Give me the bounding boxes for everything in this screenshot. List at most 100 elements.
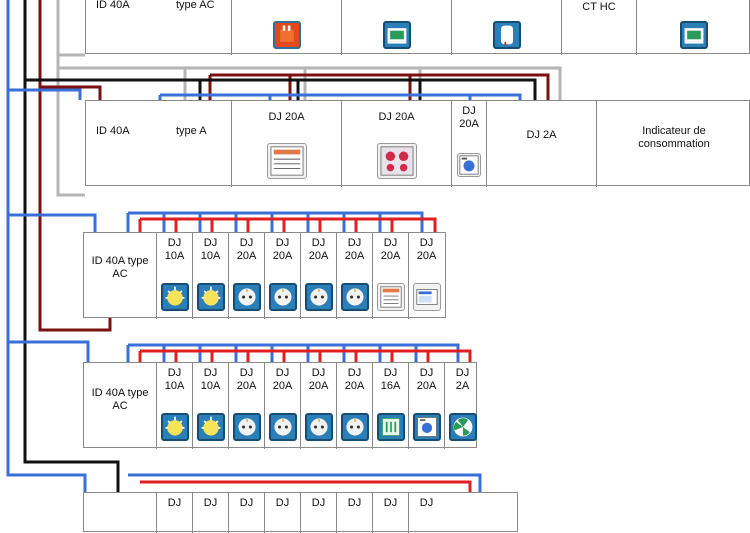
socket-icon — [304, 413, 333, 441]
breaker-label: DJ 10A — [200, 367, 221, 392]
socket-icon — [232, 283, 261, 311]
breaker: DJ — [372, 493, 408, 533]
indicator-label: Indicateur de consommation — [638, 125, 710, 150]
breaker: DJ — [408, 493, 444, 533]
breaker-label: DJ — [419, 497, 434, 509]
row1-type-label: type AC — [176, 0, 215, 11]
motor-icon — [382, 21, 411, 49]
breaker-label: DJ 20A — [344, 237, 365, 262]
breaker: DJ 20A — [408, 233, 444, 319]
breaker-label: DJ 10A — [164, 237, 185, 262]
socket-icon — [340, 413, 369, 441]
breaker-label: DJ — [383, 497, 398, 509]
breaker-label: DJ 20A — [459, 105, 479, 130]
breaker-hob: DJ 20A — [341, 101, 451, 187]
dryer-icon — [412, 413, 441, 441]
breaker-label: DJ 10A — [164, 367, 185, 392]
neutral-wire — [6, 0, 522, 500]
breaker: DJ 20A — [372, 233, 408, 319]
breaker: DJ 16A — [372, 363, 408, 449]
boiler-icon — [272, 21, 301, 49]
breaker-2a: DJ 2A — [486, 101, 596, 187]
breaker-label: DJ 20A — [268, 111, 305, 123]
hob-icon — [376, 143, 417, 179]
row3-id-label: ID 40A type AC — [91, 255, 149, 280]
socket-icon — [304, 283, 333, 311]
breaker-label: DJ 2A — [455, 367, 470, 392]
breaker-label: DJ — [203, 497, 218, 509]
breaker-label: DJ 20A — [378, 111, 415, 123]
breaker: DJ 20A — [336, 233, 372, 319]
breaker-label: DJ 20A — [416, 237, 437, 262]
row2-type-label: type A — [176, 125, 207, 137]
breaker: DJ 20A — [300, 233, 336, 319]
breaker-label: DJ — [275, 497, 290, 509]
breaker-label: DJ 20A — [308, 237, 329, 262]
breaker-label: DJ 20A — [236, 237, 257, 262]
breaker-label: DJ 20A — [308, 367, 329, 392]
breaker: DJ — [336, 493, 372, 533]
ceiling-light-icon — [160, 283, 189, 311]
breaker-label: DJ 10A — [200, 237, 221, 262]
row2-id-label: ID 40A — [96, 125, 130, 137]
panel-row-1: ID 40A type AC CT HC — [85, 0, 750, 55]
breaker-label: DJ 20A — [272, 367, 293, 392]
breaker: DJ — [156, 493, 192, 533]
panel-row-2: ID 40A type A DJ 20A DJ 20A DJ 20A DJ 2A… — [85, 100, 750, 187]
water-heater-icon — [492, 21, 521, 49]
socket-icon — [232, 413, 261, 441]
breaker-label: DJ — [311, 497, 326, 509]
breaker: DJ 2A — [444, 363, 480, 449]
breaker: DJ 20A — [228, 363, 264, 449]
row4-id-label: ID 40A type AC — [91, 387, 149, 412]
breaker: DJ — [264, 493, 300, 533]
breaker: DJ 10A — [192, 233, 228, 319]
socket-icon — [340, 283, 369, 311]
breaker: DJ 20A — [228, 233, 264, 319]
breaker: DJ 10A — [156, 233, 192, 319]
socket-icon — [268, 413, 297, 441]
breaker: DJ 20A — [300, 363, 336, 449]
ceiling-light-icon — [160, 413, 189, 441]
motor-icon — [680, 21, 708, 49]
earth-wire — [23, 0, 537, 500]
consumption-indicator: Indicateur de consommation — [596, 101, 750, 187]
oven-icon — [266, 143, 307, 179]
breaker: DJ 20A — [336, 363, 372, 449]
panel-row-5: DJ DJ DJ DJ DJ DJ DJ DJ — [83, 492, 518, 533]
ceiling-light-icon — [196, 283, 225, 311]
ct-hc-label: CT HC — [582, 1, 616, 13]
panel-row-3: ID 40A type AC DJ 10A DJ 10A DJ 20A DJ 20A D… — [83, 232, 446, 319]
ceiling-light-icon — [196, 413, 225, 441]
dishwasher-icon — [376, 283, 405, 311]
row1-id-label: ID 40A — [96, 0, 130, 11]
breaker-label: DJ — [167, 497, 182, 509]
breaker-label: DJ — [239, 497, 254, 509]
breaker: DJ 20A — [408, 363, 444, 449]
breaker: DJ 20A — [264, 233, 300, 319]
breaker: DJ — [228, 493, 264, 533]
breaker-label: DJ 20A — [416, 367, 437, 392]
microwave-icon — [412, 283, 441, 311]
phase-wire — [138, 217, 472, 492]
socket-icon — [268, 283, 297, 311]
breaker-washing-machine: DJ 20A — [451, 101, 486, 187]
panel-row-4: ID 40A type AC DJ 10A DJ 10A DJ 20A DJ 20A D… — [83, 362, 480, 449]
breaker-label: DJ 20A — [380, 237, 401, 262]
washing-machine-icon — [457, 153, 481, 177]
breaker: DJ 20A — [264, 363, 300, 449]
breaker: DJ 10A — [156, 363, 192, 449]
breaker: DJ — [192, 493, 228, 533]
breaker-label: DJ 20A — [272, 237, 293, 262]
breaker-label: DJ — [347, 497, 362, 509]
breaker-label: DJ 20A — [344, 367, 365, 392]
breaker-label: DJ 20A — [236, 367, 257, 392]
breaker: DJ — [300, 493, 336, 533]
breaker: DJ 10A — [192, 363, 228, 449]
breaker-label: DJ 2A — [526, 129, 557, 141]
radiator-icon — [376, 413, 405, 441]
wiring-diagram — [6, 0, 562, 500]
fan-icon — [448, 413, 477, 441]
breaker-label: DJ 16A — [380, 367, 401, 392]
breaker-oven: DJ 20A — [231, 101, 341, 187]
